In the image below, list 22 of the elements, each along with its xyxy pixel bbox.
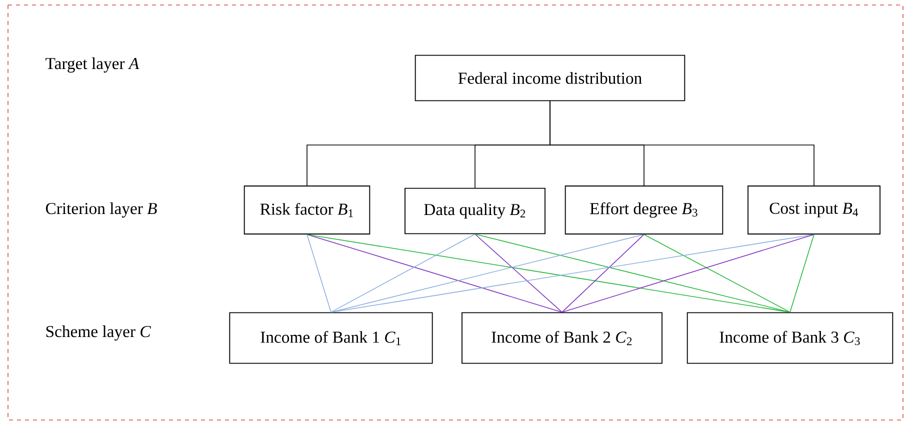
connector-line: [562, 234, 814, 313]
layer-label: Criterion layer B: [46, 202, 157, 218]
box: Income of Bank 2 C$_{2}$: [462, 312, 662, 364]
box: Data quality B$_{2}$: [404, 188, 546, 234]
connector-line: [306, 234, 562, 313]
connector-line: [790, 234, 814, 313]
connector-line: [306, 234, 332, 313]
box: Income of Bank 3 C$_{3}$: [686, 312, 894, 364]
connector-line: [550, 100, 814, 186]
connector-line: [330, 234, 476, 313]
connector-line: [330, 234, 644, 313]
connector-line: [562, 234, 644, 313]
box: Risk factor B$_{1}$: [244, 186, 370, 234]
connector-line: [644, 234, 790, 313]
box: Federal income distribution: [414, 54, 686, 102]
box: Income of Bank 1 C$_{1}$: [229, 312, 433, 364]
box: Cost input B$_{4}$: [748, 186, 880, 234]
connector-line: [474, 234, 790, 313]
connector-line: [474, 234, 562, 313]
box: Effort degree B$_{3}$: [564, 186, 724, 234]
layer-label: Scheme layer C: [46, 325, 151, 341]
layer-label: Target layer A: [46, 57, 140, 73]
